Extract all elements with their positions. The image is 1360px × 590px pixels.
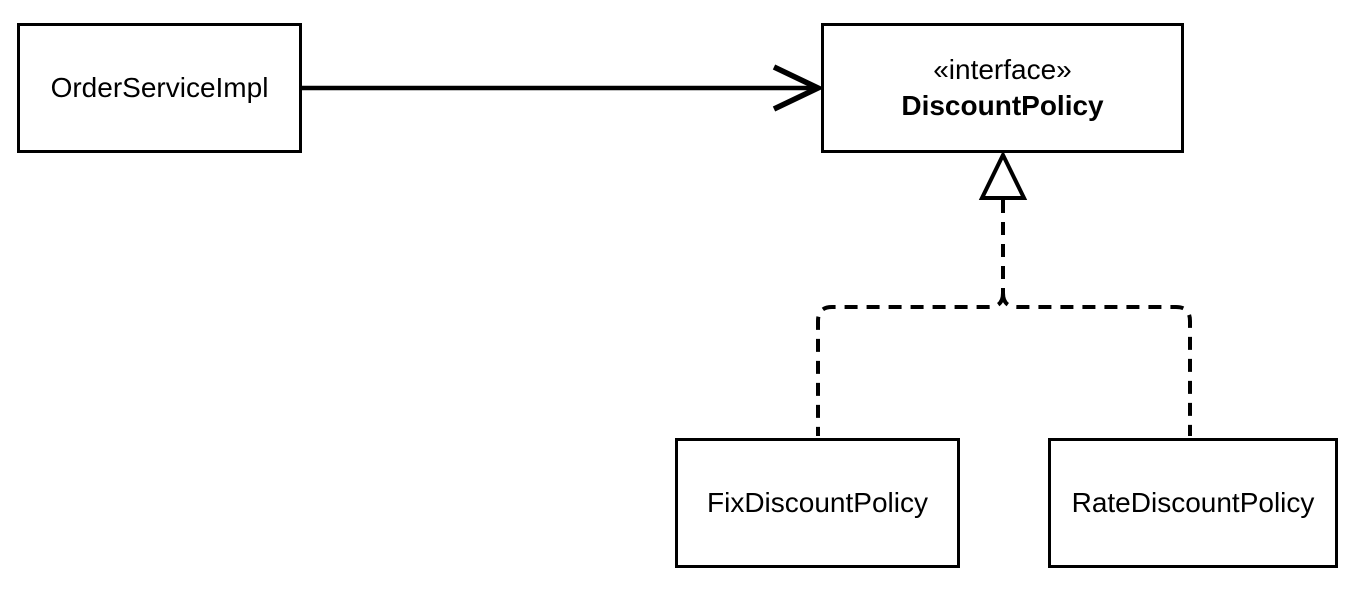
class-node-fix-discount-policy: FixDiscountPolicy <box>675 438 960 568</box>
class-node-label: FixDiscountPolicy <box>707 487 928 518</box>
interface-node-discount-policy: «interface» DiscountPolicy <box>821 23 1184 153</box>
class-node-order-service-impl: OrderServiceImpl <box>17 23 302 153</box>
interface-name-label: DiscountPolicy <box>901 90 1104 121</box>
interface-stereotype-label: «interface» <box>933 54 1072 85</box>
class-node-label: RateDiscountPolicy <box>1071 487 1315 518</box>
realization-branch-fix <box>816 292 1005 436</box>
realization-triangle-icon <box>978 150 1028 200</box>
class-node-label: OrderServiceImpl <box>50 72 269 103</box>
realization-branch-rate <box>1001 292 1192 436</box>
class-node-rate-discount-policy: RateDiscountPolicy <box>1048 438 1338 568</box>
dependency-arrow <box>302 64 825 112</box>
